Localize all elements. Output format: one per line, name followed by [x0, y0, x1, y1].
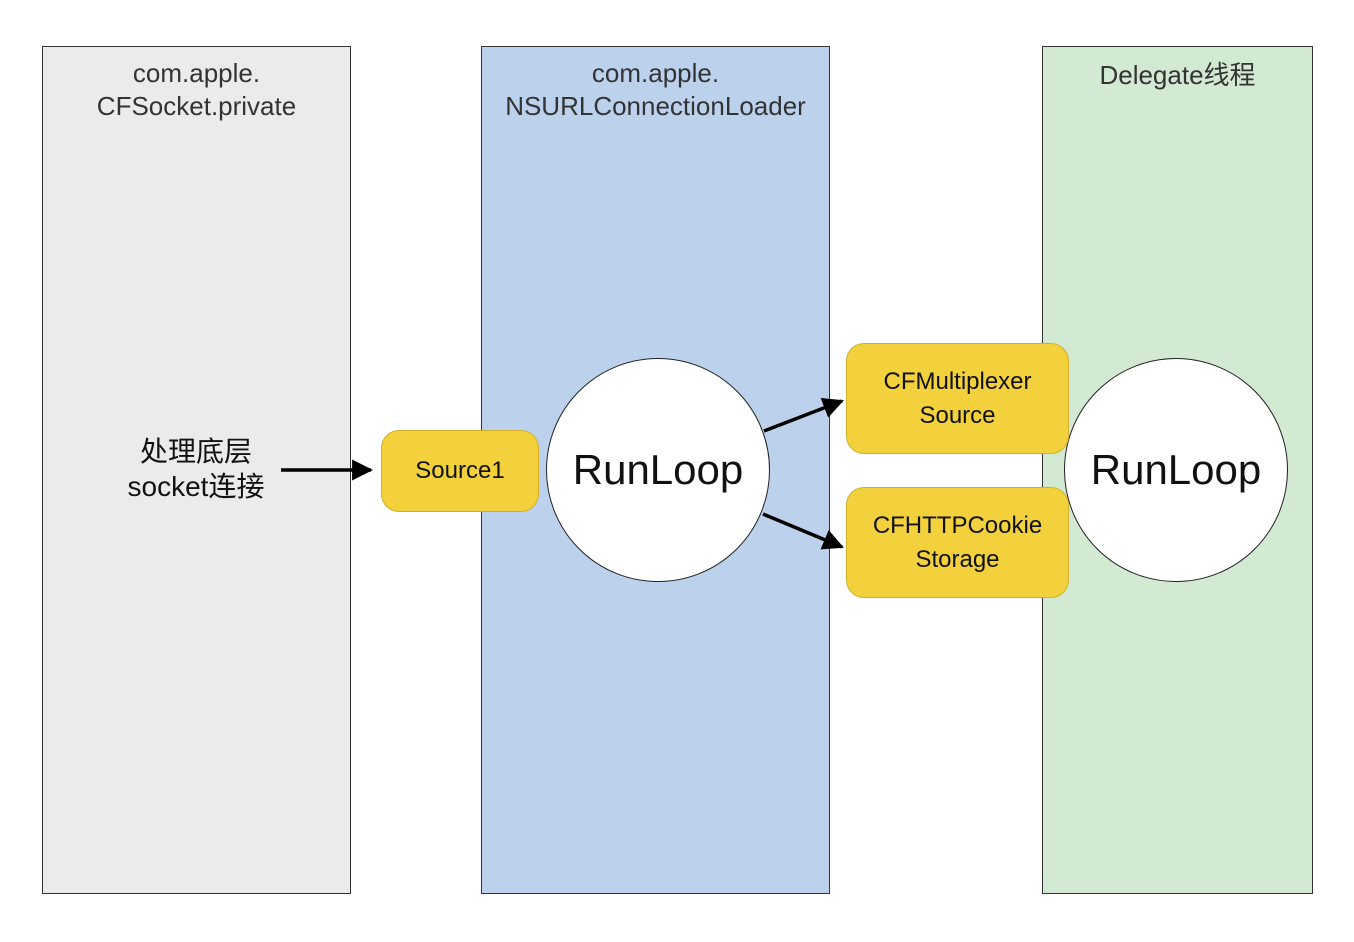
- lane-cfsocket-title: com.apple. CFSocket.private: [43, 57, 350, 123]
- cfhttpcookie-line2: Storage: [915, 545, 1000, 573]
- source1-label: Source1: [415, 457, 505, 484]
- lane-nsurlconnectionloader-title: com.apple. NSURLConnectionLoader: [482, 57, 829, 123]
- cfhttpcookie-line1: CFHTTPCookie: [872, 511, 1043, 539]
- arrow-runloop-to-multiplexer: [763, 397, 844, 433]
- source1-node: Source1: [381, 430, 539, 512]
- lane-nsurl-title-line2: NSURLConnectionLoader: [505, 91, 806, 121]
- lane-nsurl-title-line1: com.apple.: [591, 58, 720, 88]
- cfmultiplexer-line1: CFMultiplexer: [883, 367, 1032, 395]
- arrow-runloop-to-cookie: [762, 512, 844, 550]
- lane-delegate-title-text: Delegate线程: [1099, 60, 1256, 90]
- lane-cfsocket-title-line1: com.apple.: [132, 58, 261, 88]
- runloop-right-label: RunLoop: [1090, 446, 1262, 493]
- cfmultiplexer-line2: Source: [919, 401, 996, 429]
- runloop-middle-label: RunLoop: [572, 446, 744, 493]
- lane-cfsocket-title-line2: CFSocket.private: [96, 91, 297, 121]
- socket-label-line1: 处理底层: [139, 436, 252, 467]
- socket-label-line2: socket连接: [127, 471, 265, 502]
- lane-delegate-title: Delegate线程: [1043, 59, 1312, 92]
- runloop-right-node: RunLoop: [1064, 358, 1288, 582]
- socket-connection-label: 处理底层 socket连接: [96, 434, 296, 504]
- cfmultiplexer-source-node: CFMultiplexer Source: [846, 343, 1069, 454]
- cfhttpcookie-storage-node: CFHTTPCookie Storage: [846, 487, 1069, 598]
- runloop-middle-node: RunLoop: [546, 358, 770, 582]
